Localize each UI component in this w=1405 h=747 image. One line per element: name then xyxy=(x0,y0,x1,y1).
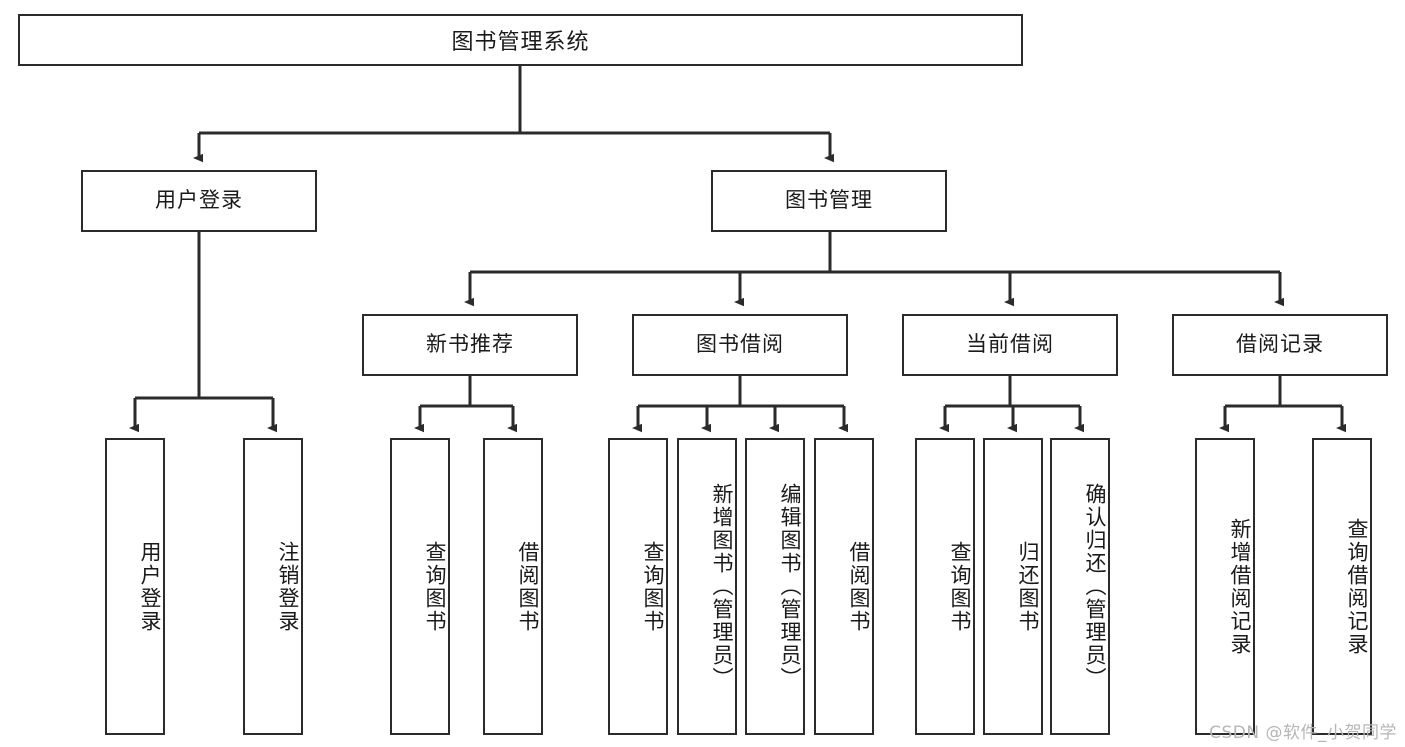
node-label: 查询图书 xyxy=(423,540,447,633)
node-borrow-record[interactable]: 借阅记录 xyxy=(1172,314,1388,376)
node-label: 新增借阅记录 xyxy=(1228,517,1252,656)
leaf-current-borrow-return-book[interactable]: 归还图书 xyxy=(983,438,1043,735)
node-label: 借阅图书 xyxy=(847,540,871,633)
node-label: 图书借阅 xyxy=(696,332,784,357)
node-label: 用户登录 xyxy=(138,540,162,633)
leaf-book-borrow-query-book[interactable]: 查询图书 xyxy=(608,438,668,735)
node-label: 查询图书 xyxy=(948,540,972,633)
node-label: 图书管理 xyxy=(785,188,873,213)
node-label: 借阅记录 xyxy=(1236,332,1324,357)
leaf-new-book-query-book[interactable]: 查询图书 xyxy=(390,438,450,735)
node-book-borrow[interactable]: 图书借阅 xyxy=(632,314,848,376)
node-label: 查询借阅记录 xyxy=(1345,517,1369,656)
leaf-borrow-record-add-record[interactable]: 新增借阅记录 xyxy=(1195,438,1255,735)
node-label: 图书管理系统 xyxy=(451,30,590,55)
node-user-login[interactable]: 用户登录 xyxy=(81,170,317,232)
node-label: 当前借阅 xyxy=(966,332,1054,357)
node-new-book-recommend[interactable]: 新书推荐 xyxy=(362,314,578,376)
node-label: 归还图书 xyxy=(1016,540,1040,633)
node-label: 注销登录 xyxy=(276,540,300,633)
node-label: 查询图书 xyxy=(641,540,665,633)
node-book-management[interactable]: 图书管理 xyxy=(711,170,947,232)
node-label: 用户登录 xyxy=(155,188,243,213)
node-label: 新书推荐 xyxy=(426,332,514,357)
node-label: 确认归还（管理员） xyxy=(1083,483,1107,690)
node-label: 借阅图书 xyxy=(516,540,540,633)
leaf-book-borrow-borrow-book[interactable]: 借阅图书 xyxy=(814,438,874,735)
watermark-text: CSDN @软件_小贺同学 xyxy=(1209,723,1397,743)
node-root-book-management-system[interactable]: 图书管理系统 xyxy=(18,14,1023,66)
leaf-book-borrow-edit-book-admin[interactable]: 编辑图书（管理员） xyxy=(745,438,805,735)
leaf-current-borrow-query-book[interactable]: 查询图书 xyxy=(915,438,975,735)
leaf-current-borrow-confirm-return-admin[interactable]: 确认归还（管理员） xyxy=(1050,438,1110,735)
leaf-user-login-login[interactable]: 用户登录 xyxy=(105,438,165,735)
node-label: 新增图书（管理员） xyxy=(710,483,734,690)
leaf-user-login-logout[interactable]: 注销登录 xyxy=(243,438,303,735)
leaf-book-borrow-add-book-admin[interactable]: 新增图书（管理员） xyxy=(677,438,737,735)
leaf-borrow-record-query-record[interactable]: 查询借阅记录 xyxy=(1312,438,1372,735)
node-current-borrow[interactable]: 当前借阅 xyxy=(902,314,1118,376)
node-label: 编辑图书（管理员） xyxy=(778,483,802,690)
leaf-new-book-borrow-book[interactable]: 借阅图书 xyxy=(483,438,543,735)
